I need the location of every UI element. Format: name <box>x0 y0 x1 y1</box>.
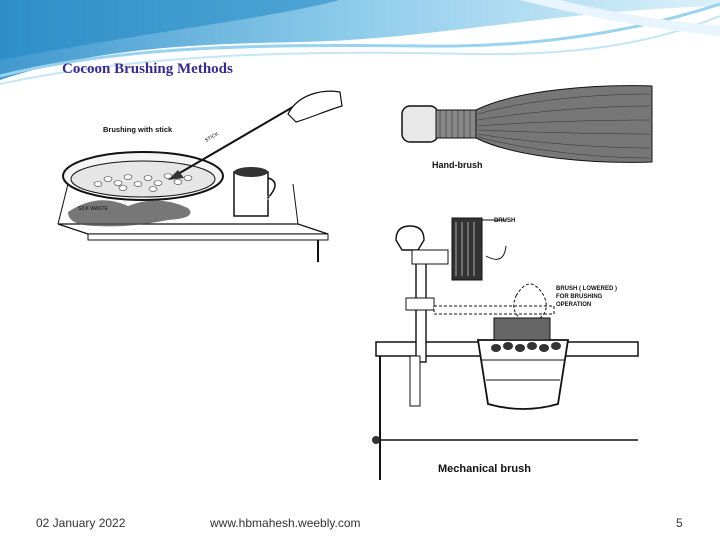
cold-water-label: COLD WATER <box>240 196 273 202</box>
brush-lowered-label-3: OPERATION <box>556 302 591 308</box>
footer-website: www.hbmahesh.weebly.com <box>210 516 361 530</box>
stick-caption: Brushing with stick <box>103 125 173 134</box>
stick-label: STICK <box>204 131 220 144</box>
brush-lowered-label-2: FOR BRUSHING <box>556 294 603 300</box>
silk-waste-label: SILK WASTE <box>78 206 108 212</box>
slide-title: Cocoon Brushing Methods <box>62 61 233 78</box>
footer-page-number: 5 <box>676 516 683 530</box>
brush-label: BRUSH <box>494 218 515 224</box>
hand-brush-illustration: Hand-brush <box>396 80 656 176</box>
brush-lowered-label-1: BRUSH ( LOWERED ) <box>556 286 617 292</box>
brushing-with-stick-figure: Brushing with stick STICK SILK WASTE COL… <box>48 84 348 264</box>
mechanical-brush-caption: Mechanical brush <box>438 463 531 475</box>
stick-brushing-illustration: Brushing with stick STICK SILK WASTE COL… <box>48 84 348 264</box>
footer-date: 02 January 2022 <box>36 516 125 530</box>
hand-brush-figure: Hand-brush <box>396 80 656 176</box>
mechanical-brush-figure: BRUSH BRUSH ( LOWERED ) FOR BRUSHING OPE… <box>356 200 644 488</box>
mechanical-brush-illustration: BRUSH BRUSH ( LOWERED ) FOR BRUSHING OPE… <box>356 200 644 488</box>
hand-brush-caption: Hand-brush <box>432 160 483 170</box>
